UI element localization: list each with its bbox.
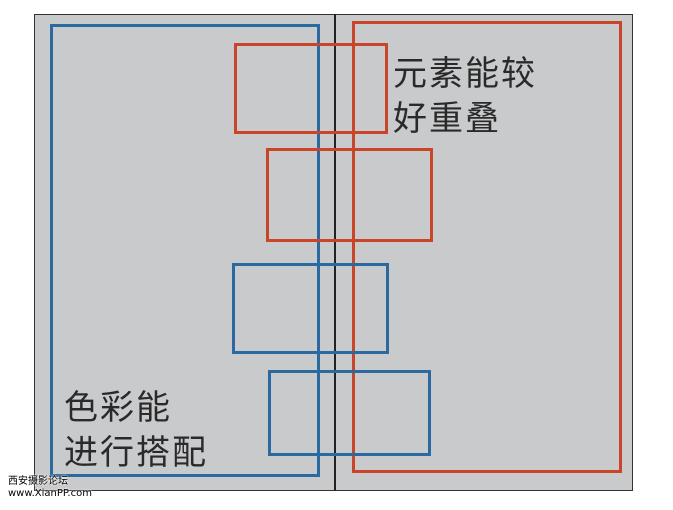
color-match-label: 色彩能 进行搭配 xyxy=(64,386,208,476)
red-small-box-1 xyxy=(234,43,388,134)
watermark-line1: 西安摄影论坛 xyxy=(8,476,68,487)
blue-small-box-2 xyxy=(268,370,431,456)
diagram-panel xyxy=(34,14,633,491)
overlap-label: 元素能较 好重叠 xyxy=(393,52,537,142)
color-match-label-line2: 进行搭配 xyxy=(64,433,208,473)
red-small-box-2 xyxy=(266,148,433,242)
overlap-label-line2: 好重叠 xyxy=(393,99,501,139)
red-large-frame xyxy=(352,21,622,473)
blue-large-frame xyxy=(50,24,320,477)
watermark: 西安摄影论坛 www.XianPP.com xyxy=(8,476,92,500)
color-match-label-line1: 色彩能 xyxy=(64,388,172,428)
center-divider xyxy=(334,14,336,491)
overlap-label-line1: 元素能较 xyxy=(393,54,537,94)
watermark-line2: www.XianPP.com xyxy=(8,488,92,499)
blue-small-box-1 xyxy=(232,263,389,354)
